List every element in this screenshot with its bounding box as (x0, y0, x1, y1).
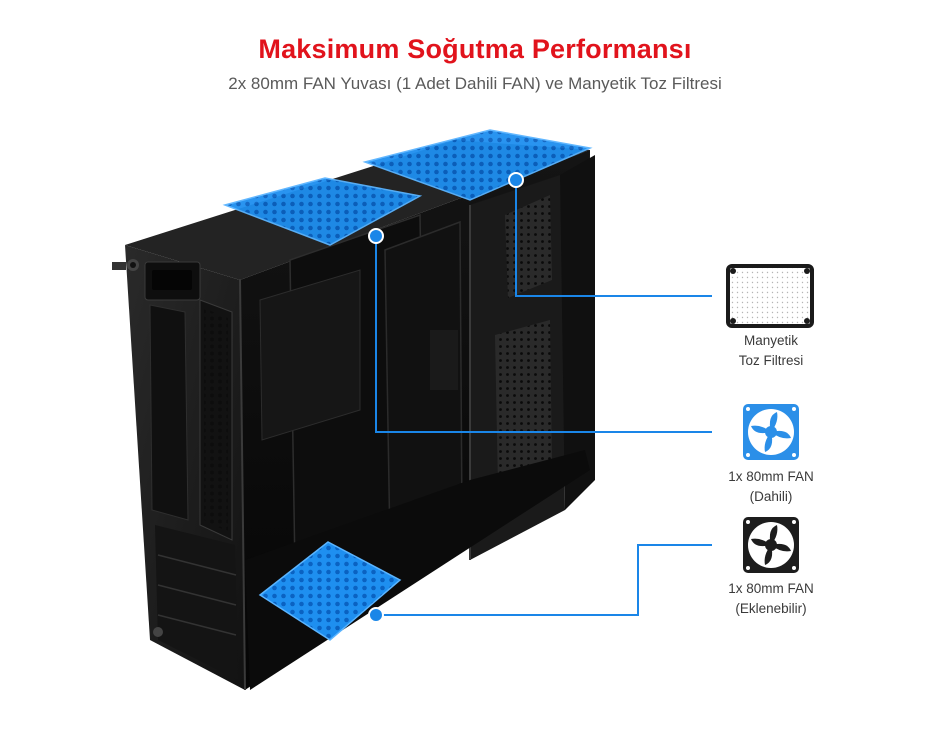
page-subtitle: 2x 80mm FAN Yuvası (1 Adet Dahili FAN) v… (228, 74, 722, 93)
callout-label-fan-optional: 1x 80mm FAN (Eklenebilir) (686, 579, 856, 619)
top-fan-rear (222, 177, 423, 246)
callout-label-fan-optional-line2: (Eklenebilir) (735, 601, 807, 616)
top-filter-front (362, 129, 593, 201)
callout-label-fan-internal-line1: 1x 80mm FAN (728, 469, 814, 484)
black-fan-icon (743, 517, 799, 573)
callout-label-filter-line1: Manyetik (743, 333, 799, 348)
callout-line-fan-optional (376, 544, 712, 616)
front-bezel (560, 155, 595, 510)
page-title: Maksimum Soğutma Performansı (258, 34, 692, 64)
callout-line-fan-internal (375, 236, 712, 433)
blue-fan-icon (743, 404, 799, 460)
callout-label-filter: Manyetik Toz Filtresi (686, 331, 856, 371)
callout-label-fan-internal: 1x 80mm FAN (Dahili) (686, 467, 856, 507)
bottom-fan-slot (258, 541, 402, 641)
callout-label-filter-line2: Toz Filtresi (738, 353, 804, 368)
callout-label-fan-optional-line1: 1x 80mm FAN (728, 581, 814, 596)
dust-filter-icon (726, 264, 814, 328)
callout-line-filter (515, 180, 712, 297)
callout-label-fan-internal-line2: (Dahili) (749, 489, 793, 504)
